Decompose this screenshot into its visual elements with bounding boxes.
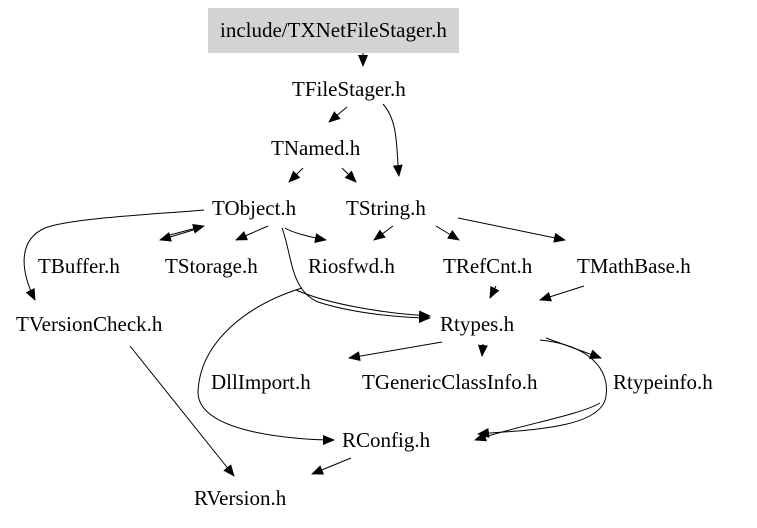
edge-trefcnt-to-rtypes — [489, 285, 500, 299]
edge-tfilestager-to-tstring — [382, 103, 403, 177]
edge-rtypes-to-rconfig — [477, 339, 607, 438]
node-tnamed[interactable]: TNamed.h — [271, 136, 361, 160]
edge-tobject-to-tstorage — [235, 225, 269, 241]
node-trefcnt[interactable]: TRefCnt.h — [443, 254, 533, 278]
edge-tstring-to-tmathbase — [457, 217, 566, 243]
node-tbuffer[interactable]: TBuffer.h — [38, 254, 120, 278]
node-rversion[interactable]: RVersion.h — [194, 486, 287, 510]
node-rconfig[interactable]: RConfig.h — [342, 428, 431, 452]
edge-tstring-to-rtypes — [295, 289, 431, 321]
node-tstring[interactable]: TString.h — [346, 196, 426, 220]
edge-tmathbase-to-rtypes — [539, 285, 585, 302]
edge-rtypeinfo-to-rconfig — [474, 402, 601, 442]
edge-tobject-to-rconfig — [197, 287, 335, 445]
edge-tfilestager-to-tnamed — [328, 106, 348, 123]
node-txnetfilestager[interactable]: include/TXNetFileStager.h — [208, 8, 459, 53]
node-tmathbase[interactable]: TMathBase.h — [577, 254, 691, 278]
edge-tversioncheck-to-rversion — [129, 345, 235, 477]
edge-tobject-to-tversioncheck — [23, 209, 205, 301]
node-tstorage[interactable]: TStorage.h — [165, 254, 258, 278]
edge-tobject-to-rtypes — [281, 227, 431, 323]
node-tfilestager[interactable]: TFileStager.h — [292, 77, 406, 101]
node-rtypes[interactable]: Rtypes.h — [440, 312, 515, 336]
edge-rtypes-to-tgenericclassinfo — [477, 343, 488, 357]
edge-tstring-to-riosfwd — [373, 225, 394, 241]
node-rtypeinfo[interactable]: Rtypeinfo.h — [613, 370, 713, 394]
edge-tobject-to-tbuffer — [159, 227, 201, 242]
node-riosfwd[interactable]: Riosfwd.h — [308, 254, 395, 278]
edge-tobject-to-riosfwd — [284, 227, 327, 244]
node-tobject[interactable]: TObject.h — [212, 196, 297, 220]
edge-rtypes-to-dllimport — [348, 341, 443, 362]
edge-rconfig-to-rversion — [311, 457, 352, 475]
node-tgenericclassinfo[interactable]: TGenericClassInfo.h — [362, 370, 538, 394]
edge-tstring-to-trefcnt — [435, 225, 460, 241]
node-dllimport[interactable]: DllImport.h — [211, 370, 311, 394]
edge-tbuffer-to-tobject — [165, 223, 205, 237]
edge-tnamed-to-tstring — [341, 167, 357, 183]
node-tversioncheck[interactable]: TVersionCheck.h — [16, 312, 163, 336]
edge-tnamed-to-tobject — [288, 167, 304, 183]
